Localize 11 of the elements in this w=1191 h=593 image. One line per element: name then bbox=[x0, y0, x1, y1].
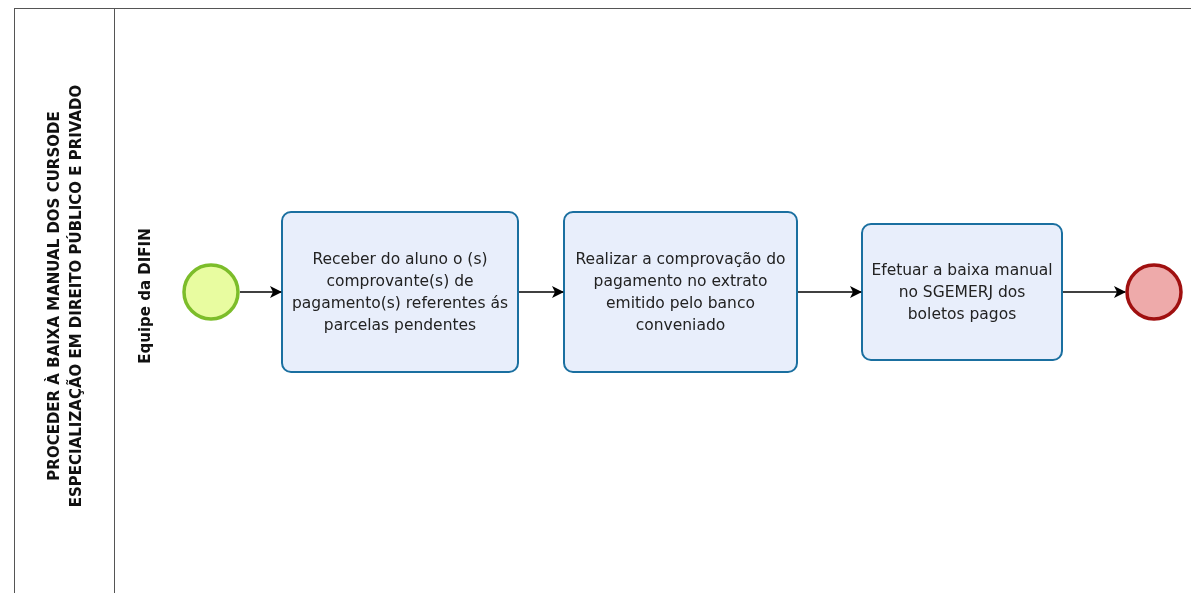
arrow bbox=[518, 286, 564, 298]
start-event bbox=[182, 263, 240, 321]
task-box: Receber do aluno o (s) comprovante(s) de pagamento(s) referentes ás parcelas pendentes bbox=[281, 211, 519, 373]
lane-title: Equipe da DIFIN bbox=[135, 227, 155, 366]
end-event bbox=[1125, 263, 1183, 321]
pool-title: PROCEDER À BAIXA MANUAL DOS CURSODE ESPECIALIZAÇÃO EM DIREITO PÚBLICO E PRIVADO bbox=[43, 83, 86, 510]
task-box: Realizar a comprovação do pagamento no extrato emitido pelo banco conveniado bbox=[563, 211, 798, 373]
arrow bbox=[1062, 286, 1126, 298]
arrow bbox=[239, 286, 282, 298]
task-box: Efetuar a baixa manual no SGEMERJ dos boletos pagos bbox=[861, 223, 1063, 361]
arrow bbox=[797, 286, 862, 298]
